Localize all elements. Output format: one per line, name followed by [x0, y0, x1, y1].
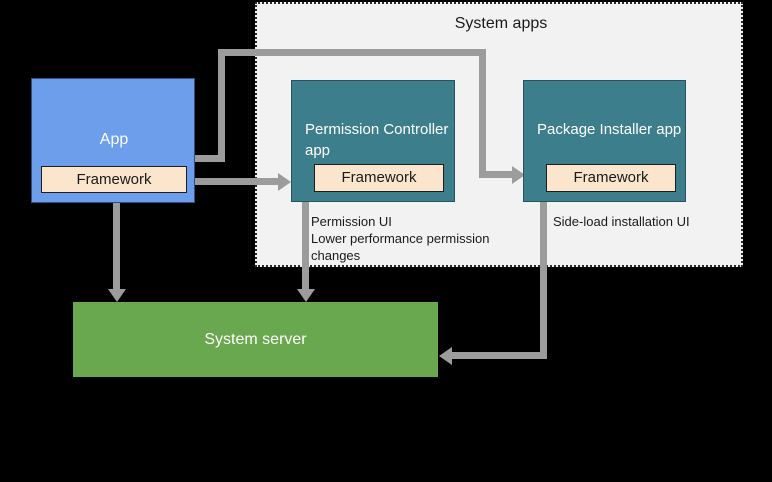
node-package-installer-framework[interactable]: Framework: [546, 164, 676, 192]
connector-permission-controller-to-system-server: [302, 202, 309, 291]
connector-package-installer-to-system-server: [452, 352, 547, 359]
connector-rail-right-drop: [479, 49, 486, 178]
node-package-installer-app[interactable]: Package Installer app Framework: [523, 80, 686, 202]
note-permission-controller: Permission UI Lower performance permissi…: [311, 214, 490, 263]
node-system-server-label: System server: [204, 331, 307, 348]
note-package-installer: Side-load installation UI: [553, 214, 690, 229]
connector-app-to-system-server: [113, 203, 120, 291]
node-app-framework[interactable]: Framework: [41, 166, 187, 193]
connector-app-to-permission-controller: [160, 178, 282, 185]
connector-package-installer-drop: [540, 202, 547, 359]
node-system-server[interactable]: System server: [73, 302, 438, 377]
node-permission-controller-app[interactable]: Permission Controller app Framework: [291, 80, 455, 202]
arrowhead-to-package-installer: [512, 165, 525, 184]
node-permission-controller-label: Permission Controller app: [305, 121, 449, 159]
arrowhead-package-installer-to-system-server: [439, 346, 452, 365]
arrowhead-permission-controller-to-system-server: [296, 289, 315, 302]
node-app-label: App: [99, 131, 129, 148]
arrowhead-to-permission-controller: [278, 172, 291, 191]
connector-rail-top: [218, 49, 486, 56]
node-app[interactable]: App Framework: [31, 78, 195, 203]
connector-rail-left-drop: [218, 49, 225, 162]
node-package-installer-label: Package Installer app: [537, 121, 682, 138]
system-apps-label: System apps: [454, 15, 548, 32]
connector-rail-to-app: [192, 155, 225, 162]
arrowhead-app-to-system-server: [107, 289, 126, 302]
connector-rail-to-installer: [479, 171, 516, 178]
node-permission-controller-framework[interactable]: Framework: [314, 164, 444, 192]
